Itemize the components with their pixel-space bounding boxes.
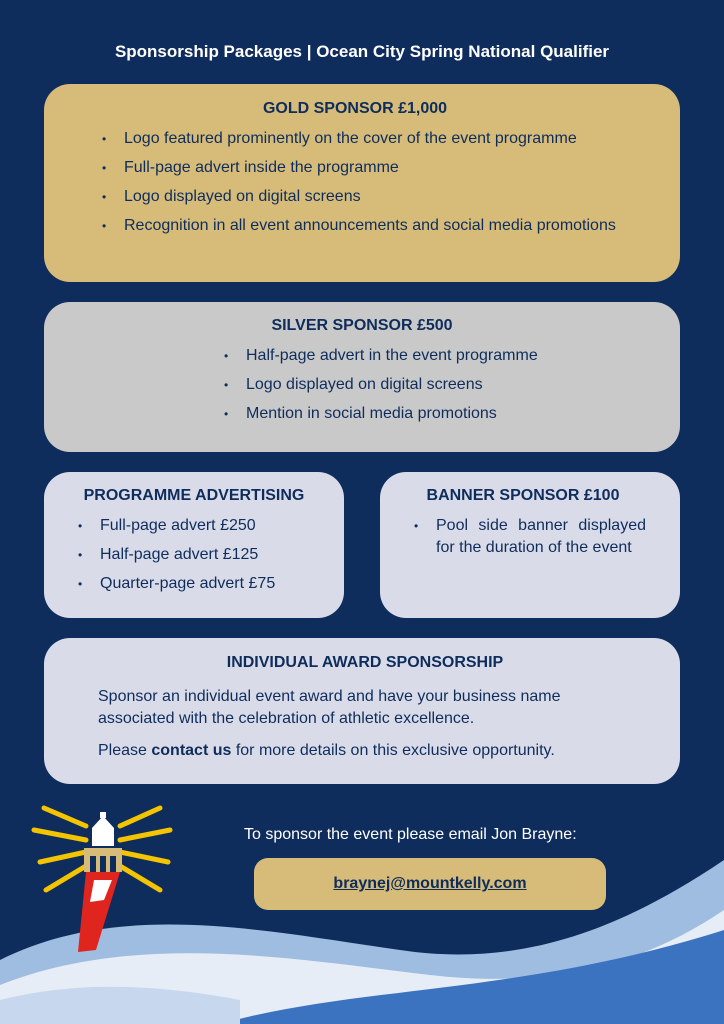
- list-item: Quarter-page advert £75: [78, 573, 324, 595]
- programme-advertising-heading: PROGRAMME ADVERTISING: [83, 487, 305, 504]
- contact-prefix: Please: [98, 742, 152, 759]
- individual-award-card: INDIVIDUAL AWARD SPONSORSHIP Sponsor an …: [44, 638, 680, 784]
- list-item: Logo displayed on digital screens: [102, 186, 622, 208]
- gold-benefits-list: Logo featured prominently on the cover o…: [102, 128, 622, 237]
- programme-advertising-card: PROGRAMME ADVERTISING Full-page advert £…: [44, 472, 344, 618]
- programme-advertising-list: Full-page advert £250 Half-page advert £…: [78, 515, 324, 595]
- email-button[interactable]: braynej@mountkelly.com: [254, 858, 606, 910]
- silver-sponsor-heading: SILVER SPONSOR £500: [271, 317, 453, 334]
- contact-us-link[interactable]: contact us: [151, 742, 232, 759]
- list-item: Full-page advert inside the programme: [102, 157, 622, 179]
- contact-suffix: for more details on this exclusive oppor…: [231, 742, 555, 759]
- award-contact-text: Please contact us for more details on th…: [98, 740, 632, 762]
- silver-sponsor-card: SILVER SPONSOR £500 Half-page advert in …: [44, 302, 680, 452]
- gold-sponsor-heading: GOLD SPONSOR £1,000: [262, 100, 448, 117]
- list-item: Logo featured prominently on the cover o…: [102, 128, 622, 150]
- list-item: Mention in social media promotions: [224, 403, 640, 425]
- list-item: Half-page advert in the event programme: [224, 345, 640, 367]
- list-item: Pool side banner displayed for the durat…: [414, 515, 646, 559]
- list-item: Full-page advert £250: [78, 515, 324, 537]
- contact-instruction: To sponsor the event please email Jon Br…: [244, 826, 577, 843]
- banner-sponsor-heading: BANNER SPONSOR £100: [426, 487, 620, 504]
- list-item: Half-page advert £125: [78, 544, 324, 566]
- list-item: Recognition in all event announcements a…: [102, 215, 622, 237]
- award-description: Sponsor an individual event award and ha…: [98, 688, 561, 727]
- page-title: Sponsorship Packages | Ocean City Spring…: [114, 42, 610, 61]
- list-item: Logo displayed on digital screens: [224, 374, 640, 396]
- individual-award-heading: INDIVIDUAL AWARD SPONSORSHIP: [226, 654, 504, 671]
- silver-benefits-list: Half-page advert in the event programme …: [224, 345, 640, 425]
- banner-sponsor-card: BANNER SPONSOR £100 Pool side banner dis…: [380, 472, 680, 618]
- gold-sponsor-card: GOLD SPONSOR £1,000 Logo featured promin…: [44, 84, 680, 282]
- banner-benefits-list: Pool side banner displayed for the durat…: [414, 515, 646, 559]
